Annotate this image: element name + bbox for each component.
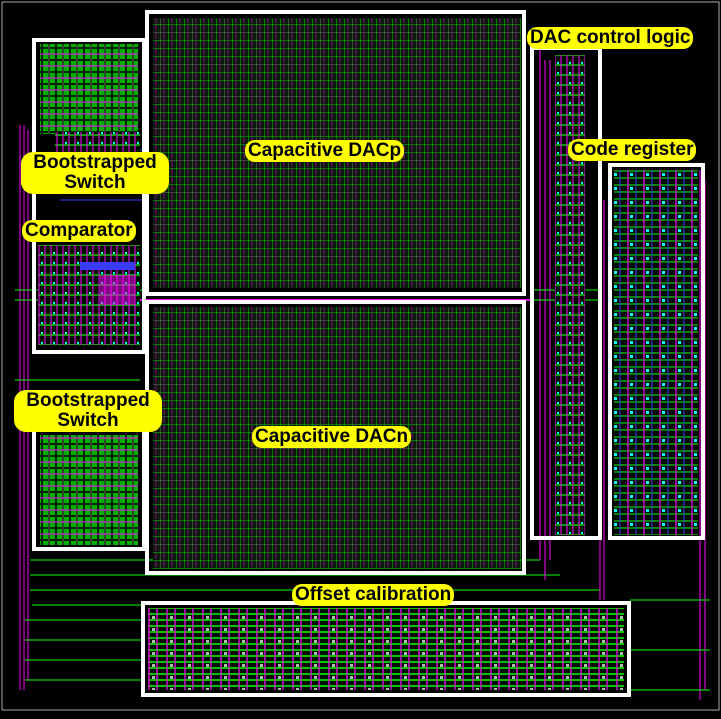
label-offset-calibration: Offset calibration — [292, 584, 455, 606]
label-code-register: Code register — [568, 139, 697, 161]
label-bootstrapped-switch-bottom: Bootstrapped Switch — [14, 390, 162, 432]
label-bootstrapped-bottom-line1: Bootstrapped — [26, 390, 150, 411]
label-capacitive-dacn: Capacitive DACn — [252, 426, 412, 448]
label-bootstrapped-top-line2: Switch — [64, 172, 126, 193]
label-comparator: Comparator — [22, 220, 136, 242]
capacitive-dacn-block — [145, 300, 526, 575]
label-capacitive-dacp: Capacitive DACp — [245, 140, 405, 162]
dac-control-logic-block — [530, 46, 602, 540]
label-bootstrapped-top-line1: Bootstrapped — [33, 152, 157, 173]
label-dac-control-logic: DAC control logic — [527, 27, 694, 49]
label-bootstrapped-bottom-line2: Switch — [57, 410, 119, 431]
bootstrapped-switch-top-block — [32, 38, 146, 354]
code-register-block — [608, 163, 705, 540]
label-bootstrapped-switch-top: Bootstrapped Switch — [21, 152, 169, 194]
comparator-block — [38, 245, 140, 345]
bootstrapped-switch-bottom-block — [32, 425, 146, 551]
offset-calibration-block — [141, 601, 631, 697]
